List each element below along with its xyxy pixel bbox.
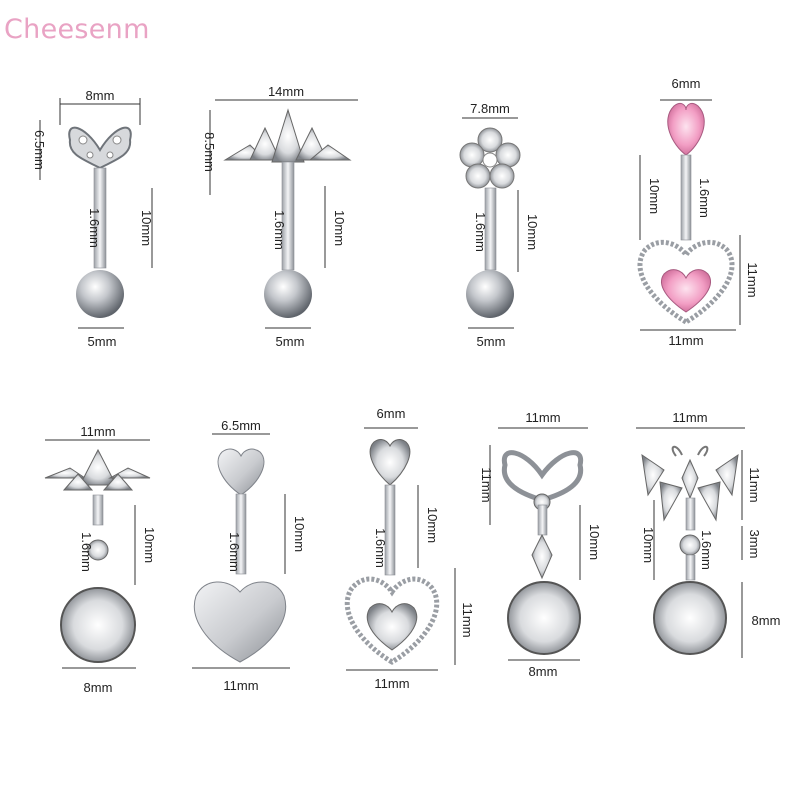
dim-label: 10mm bbox=[525, 214, 540, 250]
dim-label: 10mm bbox=[142, 527, 157, 563]
dim-label: 1.6mm bbox=[87, 208, 102, 248]
product-crown-dangle: 11mm 1.6mm 10mm 8mm bbox=[44, 424, 157, 695]
dim-label: 1.6mm bbox=[373, 528, 388, 568]
dim-label: 11mm bbox=[747, 467, 762, 502]
dim-label: 11mm bbox=[672, 410, 707, 425]
round-gem bbox=[507, 581, 581, 655]
crown-top-icon bbox=[223, 108, 352, 163]
dim-label: 1.6mm bbox=[272, 210, 287, 250]
dim-label: 5mm bbox=[88, 334, 117, 349]
dim-label: 11mm bbox=[223, 678, 258, 693]
brand-watermark: Cheesenm bbox=[4, 14, 150, 45]
dim-label: 1.6mm bbox=[227, 532, 242, 572]
dim-label: 10mm bbox=[647, 178, 662, 214]
dim-label: 11mm bbox=[479, 467, 494, 502]
product-butterfly-gem-dangle: 11mm 11mm 3mm 10mm 1.6mm 8mm bbox=[636, 410, 780, 658]
round-gem bbox=[653, 581, 727, 655]
dim-label: 6.5mm bbox=[221, 418, 261, 433]
dim-label: 11mm bbox=[460, 602, 475, 637]
dim-label: 6mm bbox=[672, 76, 701, 91]
butterfly-top-icon bbox=[68, 126, 132, 170]
dim-label: 5mm bbox=[276, 334, 305, 349]
dim-label: 8mm bbox=[84, 680, 113, 695]
dim-label: 1.6mm bbox=[79, 532, 94, 572]
product-heart: 6.5mm 10mm 1.6mm 11mm bbox=[192, 418, 307, 693]
small-gem bbox=[679, 534, 701, 556]
round-gem bbox=[60, 587, 136, 663]
dim-label: 11mm bbox=[80, 424, 115, 439]
dim-label: 1.6mm bbox=[699, 530, 714, 570]
heart-outline-icon bbox=[637, 239, 735, 325]
product-butterfly: 8mm 6.5mm 10mm 1.6mm 5mm bbox=[32, 88, 154, 349]
ball-end bbox=[264, 270, 312, 318]
dim-label: 10mm bbox=[139, 210, 154, 246]
dim-label: 11mm bbox=[745, 262, 760, 297]
ball-end bbox=[466, 270, 514, 318]
butterfly-top-icon bbox=[501, 450, 584, 511]
dim-label: 6mm bbox=[377, 406, 406, 421]
heart-icon bbox=[366, 603, 418, 651]
product-crown: 14mm 8.5mm 10mm 1.6mm 5mm bbox=[202, 84, 358, 349]
dim-label: 8mm bbox=[752, 613, 781, 628]
dim-label: 10mm bbox=[587, 524, 602, 560]
marquise-gem bbox=[531, 533, 553, 580]
dim-label: 3mm bbox=[747, 530, 762, 559]
dim-label: 1.6mm bbox=[697, 178, 712, 218]
dim-label: 10mm bbox=[425, 507, 440, 543]
dim-label: 10mm bbox=[641, 527, 656, 563]
crown-top-icon bbox=[44, 448, 151, 491]
dim-label: 1.6mm bbox=[473, 212, 488, 252]
dim-label: 11mm bbox=[668, 333, 703, 348]
dim-label: 10mm bbox=[292, 516, 307, 552]
dim-label: 14mm bbox=[268, 84, 304, 99]
product-heart-dangle: 6mm 1.6mm 10mm 11mm 11mm bbox=[344, 406, 475, 691]
flower-top-icon bbox=[459, 127, 521, 189]
product-flower: 7.8mm 10mm 1.6mm 5mm bbox=[459, 101, 540, 349]
heart-icon bbox=[193, 581, 287, 663]
heart-icon bbox=[661, 269, 711, 313]
dim-label: 10mm bbox=[332, 210, 347, 246]
dim-label: 8mm bbox=[86, 88, 115, 103]
product-pink-heart-dangle: 6mm 10mm 1.6mm 11mm 11mm bbox=[637, 76, 760, 348]
heart-icon bbox=[369, 439, 411, 486]
dim-label: 11mm bbox=[525, 410, 560, 425]
small-gem bbox=[87, 539, 109, 561]
dim-label: 11mm bbox=[374, 676, 409, 691]
heart-outline-icon bbox=[344, 576, 440, 665]
heart-icon bbox=[667, 103, 705, 156]
dim-label: 5mm bbox=[477, 334, 506, 349]
ball-end bbox=[76, 270, 124, 318]
butterfly-top-icon bbox=[641, 445, 739, 522]
dim-label: 8.5mm bbox=[202, 132, 217, 172]
heart-icon bbox=[217, 448, 265, 496]
product-butterfly-dangle: 11mm 11mm 10mm 8mm bbox=[479, 410, 602, 679]
dim-label: 6.5mm bbox=[32, 130, 47, 170]
dim-label: 7.8mm bbox=[470, 101, 510, 116]
dim-label: 8mm bbox=[529, 664, 558, 679]
